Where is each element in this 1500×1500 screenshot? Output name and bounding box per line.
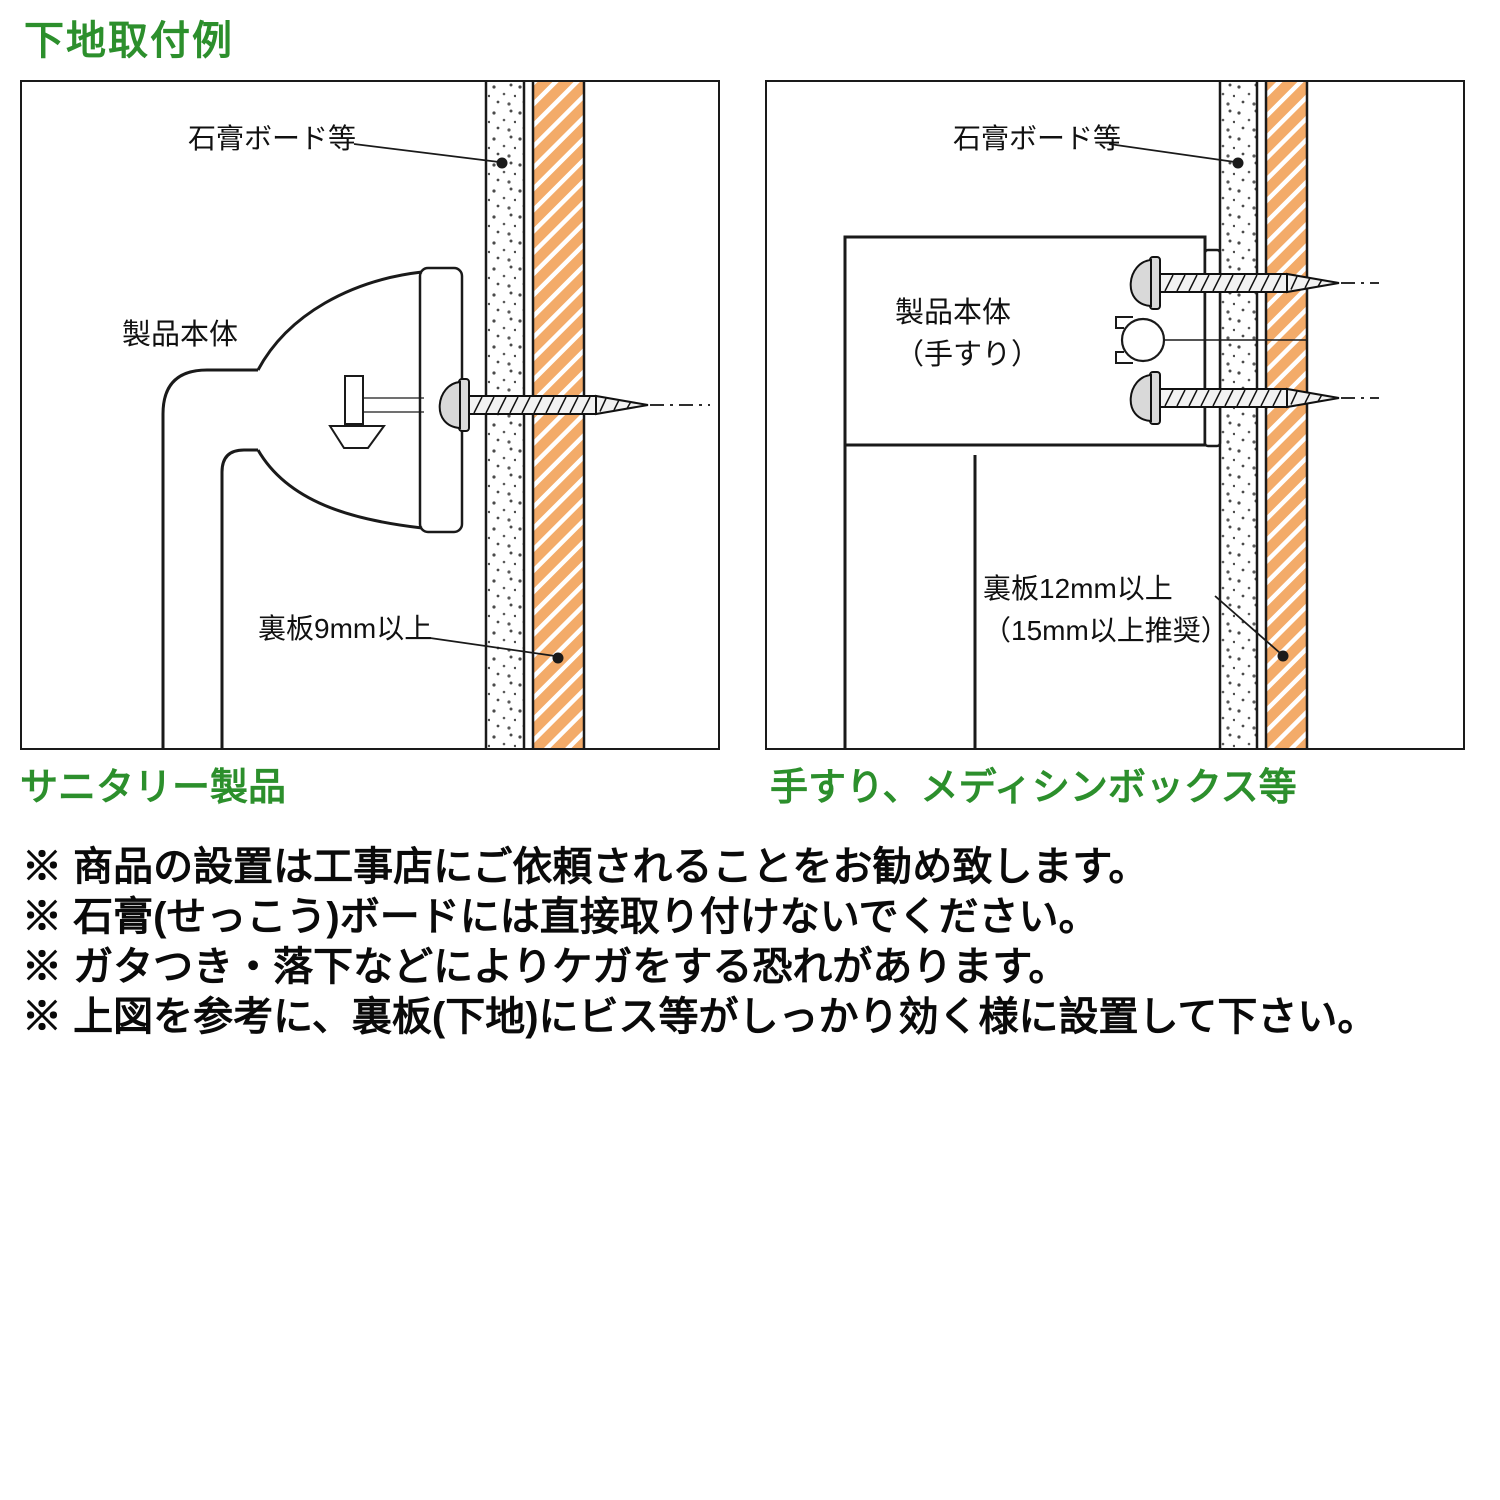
label-gypsum-board-right: 石膏ボード等 [953,123,1122,154]
backing-leader-line [429,637,556,657]
gypsum-leader-line [1108,143,1236,163]
caption-right: 手すり、メディシンボックス等 [770,767,1297,809]
page-title: 下地取付例 [24,19,234,63]
gypsum-leader-dot [496,157,508,169]
notes-block: ※ 商品の設置は工事店にご依頼されることをお勧め致します。 ※ 石膏(せっこう)… [22,842,1377,1042]
label-product-body-left: 製品本体 [122,319,239,351]
label-backing-board-right: 裏板12mm以上 （15mm以上推奨） [983,568,1229,652]
mounting-clip [328,375,424,449]
label-product-body-right-line1: 製品本体 [895,297,1012,329]
bar-inner-edge [220,448,258,748]
gypsum-leader-line [353,143,500,163]
note-line-2: ※ 石膏(せっこう)ボードには直接取り付けないでください。 [22,895,1099,939]
bar-outer-edge [161,368,258,748]
right-diagram [843,82,1380,748]
wall-backing-layer [1264,82,1309,748]
label-product-body-right-line2: （手すり） [895,339,1041,371]
caption-left: サニタリー製品 [20,767,287,809]
label-product-body-right: 製品本体 （手すり） [895,292,1040,376]
backing-leader-dot [1277,650,1289,662]
label-backing-board-right-line1: 裏板12mm以上 [983,573,1173,604]
label-backing-board-right-line2: （15mm以上推奨） [983,615,1229,646]
leader-lines [1108,143,1289,662]
diagram-left-panel: 石膏ボード等 製品本体 裏板9mm以上 [20,80,720,750]
wall-gypsum-layer [1218,82,1259,748]
note-line-1: ※ 商品の設置は工事店にご依頼されることをお勧め致します。 [22,845,1149,889]
left-diagram [161,82,711,748]
cover-bottom-curve [256,449,423,530]
pipe-cross-section [1115,316,1308,364]
note-line-3: ※ ガタつき・落下などによりケガをする恐れがあります。 [22,945,1069,989]
cover-top-curve [256,270,423,371]
label-backing-board-left: 裏板9mm以上 [258,613,433,644]
backing-leader-dot [552,652,564,664]
label-gypsum-board-left: 石膏ボード等 [188,123,357,154]
gypsum-leader-dot [1232,157,1244,169]
note-line-4: ※ 上図を参考に、裏板(下地)にビス等がしっかり効く様に設置して下さい。 [22,995,1378,1039]
leader-lines [353,143,564,664]
backing-leader-line [1214,595,1281,654]
diagram-right-panel: 石膏ボード等 製品本体 （手すり） 裏板12mm以上 （15mm以上推奨） [765,80,1465,750]
